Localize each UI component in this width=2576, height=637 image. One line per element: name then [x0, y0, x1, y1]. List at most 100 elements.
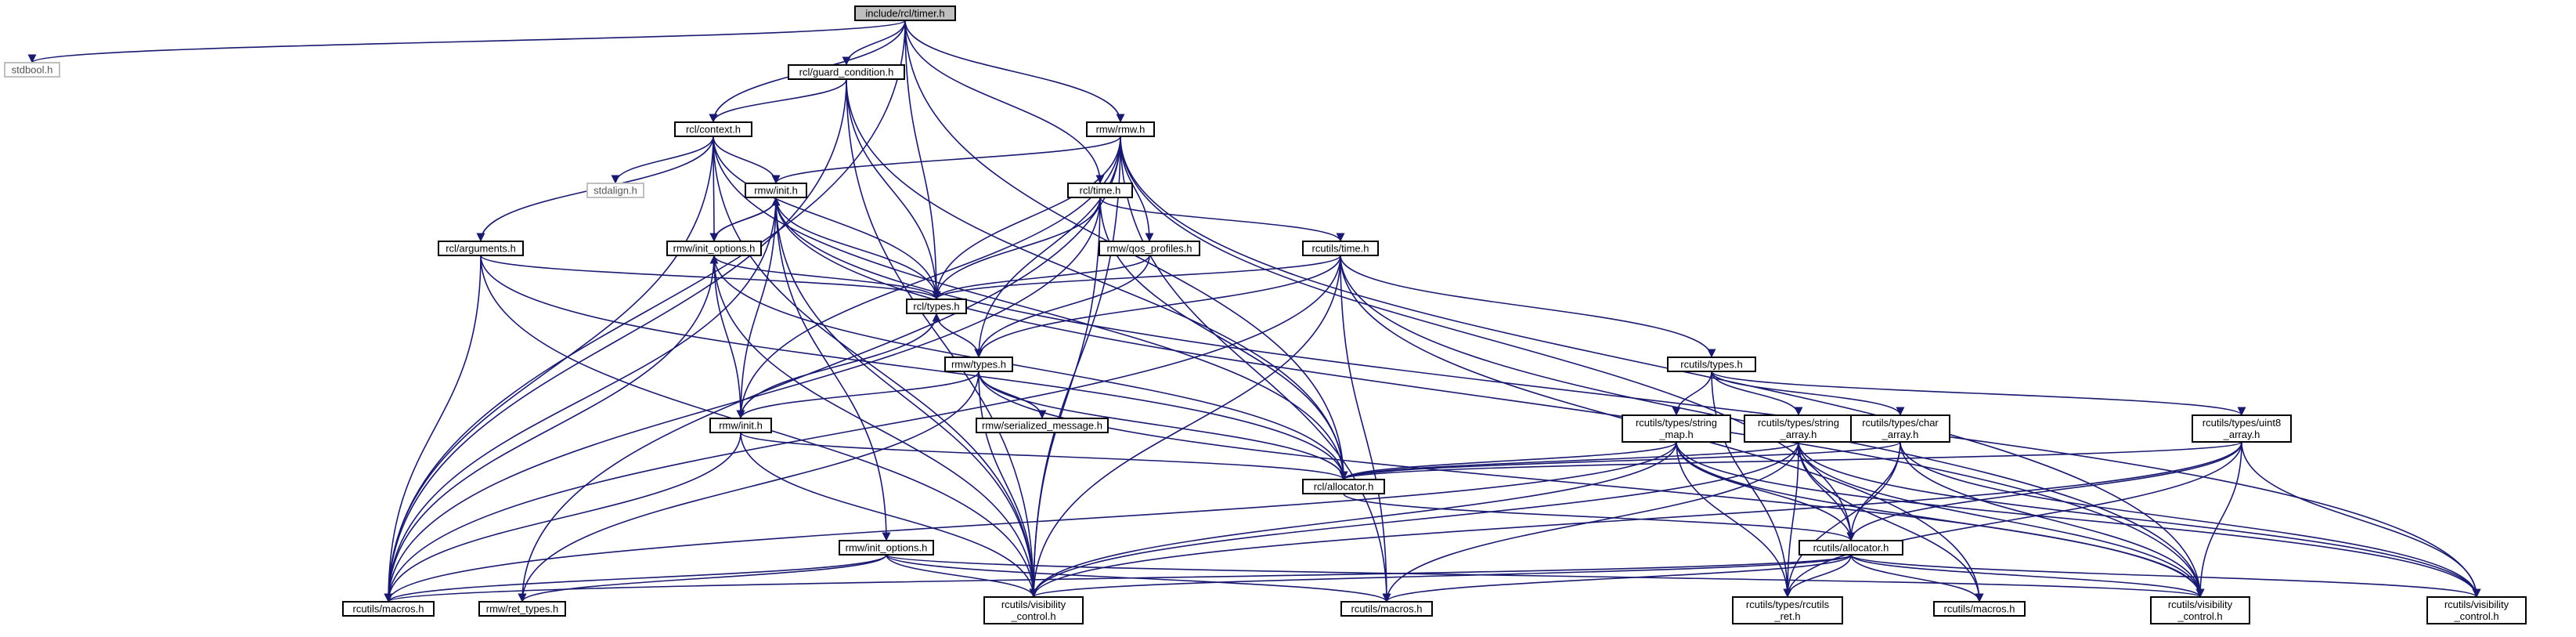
node-rcutils-time-h[interactable]: rcutils/time.h	[1302, 241, 1379, 256]
node-rcutils-visibility-control-h[interactable]: rcutils/visibility_control.h	[2426, 596, 2527, 624]
edge-rmw_init_top-to-vis_b	[775, 197, 2205, 598]
edge-rmw_init_opts_top-to-vis_a	[713, 255, 1038, 598]
node-rcl-context-h[interactable]: rcl/context.h	[674, 121, 752, 137]
edge-rmw_init_mid-to-macros_a	[384, 432, 741, 603]
node-include-rcl-timer-h[interactable]: include/rcl/timer.h	[854, 5, 956, 21]
edge-uint8_array-to-rcutils_alloc	[1846, 441, 2242, 541]
node-label: _control.h	[2177, 610, 2222, 622]
edge-rcutils_alloc-to-vis_b	[1850, 554, 2205, 598]
node-rcl-arguments-h[interactable]: rcl/arguments.h	[438, 241, 524, 256]
node-label: rcutils/visibility	[1001, 599, 1066, 610]
node-rmw-init-h[interactable]: rmw/init.h	[709, 418, 772, 433]
node-label: stdbool.h	[12, 64, 53, 76]
edge-rcutils_time-to-macros_b	[1340, 255, 1391, 603]
node-rcl-allocator-h[interactable]: rcl/allocator.h	[1302, 479, 1385, 494]
edge-rcutils_time-to-rcutils_types	[1340, 255, 1716, 358]
edge-string_map-to-vis_a	[1029, 441, 1677, 598]
node-rcutils-visibility-control-h[interactable]: rcutils/visibility_control.h	[983, 596, 1084, 624]
node-rcl-types-h[interactable]: rcl/types.h	[906, 299, 967, 314]
node-label: rcutils/types.h	[1680, 359, 1742, 371]
node-label: rcl/guard_condition.h	[799, 67, 894, 78]
node-label: _map.h	[1658, 429, 1693, 440]
node-label: rcl/time.h	[1080, 185, 1121, 197]
node-rcutils-types-string-array-h[interactable]: rcutils/types/string_array.h	[1744, 414, 1853, 443]
node-box	[788, 64, 905, 80]
edge-rmw_qos-to-rmw_types	[974, 255, 1150, 358]
node-label: rmw/qos_profiles.h	[1106, 243, 1192, 255]
edge-rcutils_types-to-uint8_array	[1711, 371, 2246, 416]
node-rmw-serialized-message-h[interactable]: rmw/serialized_message.h	[976, 418, 1109, 433]
dependency-nodes: include/rcl/timer.h stdbool.h rcl/guard_co…	[4, 5, 2527, 624]
node-box	[666, 241, 762, 256]
node-box	[1086, 121, 1155, 137]
node-label: rcl/context.h	[686, 124, 741, 136]
edge-rcutils_types-to-string_array	[1711, 371, 1803, 416]
node-rcutils-macros-h[interactable]: rcutils/macros.h	[342, 601, 435, 617]
node-rmw-rmw-h[interactable]: rmw/rmw.h	[1086, 121, 1155, 137]
edge-rcl_args-to-rcl_alloc	[480, 255, 1348, 480]
node-rcutils-macros-h[interactable]: rcutils/macros.h	[1933, 601, 2026, 617]
node-box	[2192, 414, 2292, 443]
edge-rcutils_types-to-char_array	[1711, 371, 1905, 416]
node-rcutils-types-uint8-array-h[interactable]: rcutils/types/uint8_array.h	[2192, 414, 2292, 443]
node-box	[906, 299, 967, 314]
node-rmw-init-h[interactable]: rmw/init.h	[745, 183, 807, 198]
edge-timer-to-rcl_time	[904, 20, 1105, 184]
edge-timer-to-rcl_types	[904, 20, 941, 300]
edge-rmw_rmw-to-rcl_types	[932, 136, 1121, 300]
node-label: rmw/ret_types.h	[486, 603, 558, 615]
edge-context-to-rcl_alloc	[713, 136, 1348, 480]
node-rcutils-allocator-h[interactable]: rcutils/allocator.h	[1799, 540, 1903, 556]
node-box	[1302, 479, 1385, 494]
edge-rcutils_alloc-to-macros_b	[1382, 554, 1852, 603]
node-label: _array.h	[1780, 429, 1817, 440]
node-label: rmw/types.h	[951, 359, 1006, 371]
node-rcutils-macros-h[interactable]: rcutils/macros.h	[1340, 601, 1433, 617]
node-label: rcutils/macros.h	[1943, 603, 2015, 615]
node-rcutils-types-string-map-h[interactable]: rcutils/types/string_map.h	[1622, 414, 1731, 443]
edge-timer-to-stdbool	[27, 20, 906, 63]
edge-rmw_qos-to-rcl_types	[932, 255, 1150, 300]
edge-string_map-to-vis_b	[1676, 441, 2205, 598]
node-rmw-init-options-h[interactable]: rmw/init_options.h	[666, 241, 762, 256]
node-rcl-time-h[interactable]: rcl/time.h	[1067, 183, 1133, 198]
edge-uint8_array-to-vis_c	[2241, 441, 2481, 598]
node-rcutils-visibility-control-h[interactable]: rcutils/visibility_control.h	[2150, 596, 2250, 624]
node-label: _array.h	[2223, 429, 2260, 440]
edge-rmw_init_opts_top-to-rcl_alloc	[713, 255, 1348, 480]
edge-context-to-stdalign	[611, 136, 714, 184]
node-rmw-ret-types-h[interactable]: rmw/ret_types.h	[478, 601, 566, 617]
node-rcutils-types-rcutils-ret-h[interactable]: rcutils/types/rcutils_ret.h	[1732, 596, 1843, 624]
node-rcutils-types-char-array-h[interactable]: rcutils/types/char_array.h	[1850, 414, 1950, 443]
node-box	[342, 601, 435, 617]
edge-rmw_types-to-vis_a	[978, 371, 1038, 598]
edge-rmw_rmw-to-rmw_init_mid	[736, 136, 1121, 419]
edge-timer-to-rmw_rmw	[904, 20, 1125, 123]
node-label: include/rcl/timer.h	[865, 8, 944, 20]
node-box	[854, 5, 956, 21]
node-label: rcutils/visibility	[2444, 599, 2509, 610]
edge-rcl_time-to-rcl_types	[932, 197, 1101, 300]
node-label: _ret.h	[1773, 610, 1800, 622]
node-box	[1302, 241, 1379, 256]
node-rmw-types-h[interactable]: rmw/types.h	[944, 357, 1013, 372]
edge-rmw_init_opts_top-to-macros_a	[384, 255, 715, 603]
edge-rmw_types-to-rmw_init_mid	[736, 371, 980, 419]
node-label: rcutils/types/uint8	[2203, 417, 2281, 429]
node-box	[2150, 596, 2250, 624]
edge-char_array-to-vis_c	[1900, 441, 2481, 598]
node-rcl-guard-condition-h[interactable]: rcl/guard_condition.h	[788, 64, 905, 80]
node-box	[1340, 601, 1433, 617]
edge-guard-to-macros_a	[384, 78, 847, 603]
node-rmw-qos-profiles-h[interactable]: rmw/qos_profiles.h	[1099, 241, 1200, 256]
edge-char_array-to-vis_b	[1900, 441, 2205, 598]
edge-string_array-to-rcl_alloc	[1339, 441, 1799, 480]
node-label: rmw/init.h	[719, 420, 763, 432]
node-rcutils-types-h[interactable]: rcutils/types.h	[1667, 357, 1756, 372]
node-rmw-init-options-h[interactable]: rmw/init_options.h	[839, 540, 934, 556]
node-label: rmw/init_options.h	[673, 243, 756, 255]
edge-string_map-to-macros_a	[384, 441, 1677, 603]
node-box	[1667, 357, 1756, 372]
node-label: rcutils/visibility	[2168, 599, 2233, 610]
